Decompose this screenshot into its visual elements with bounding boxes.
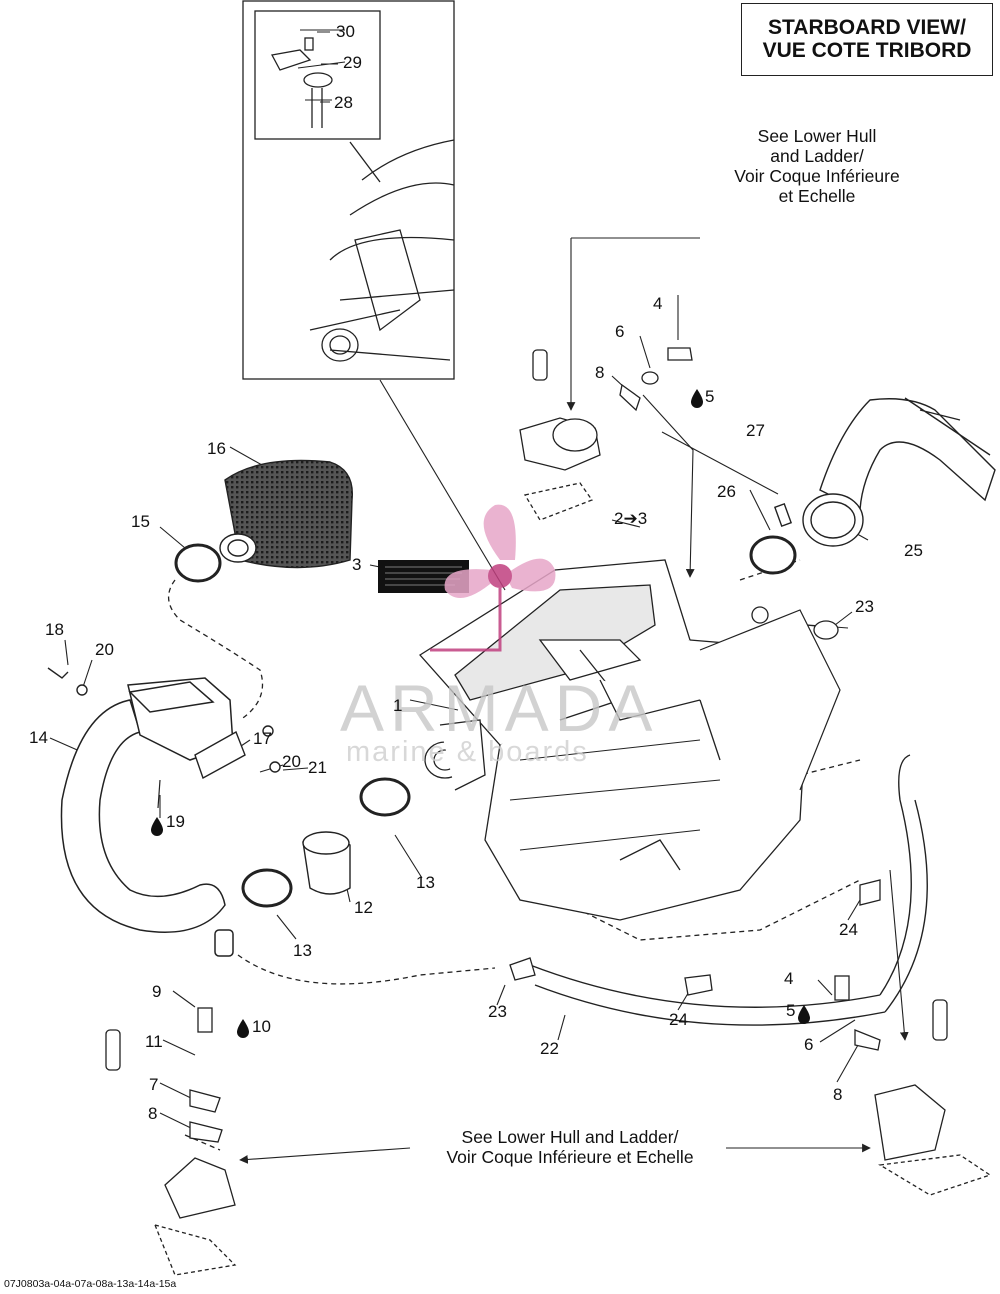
callout-9: 9 — [152, 982, 162, 1001]
callout-5-top: 5 — [705, 387, 715, 406]
callout-20-bottom: 20 — [282, 752, 301, 771]
motor-mounts — [105, 347, 992, 1276]
callout-7: 7 — [149, 1075, 159, 1094]
inset-detail — [242, 0, 455, 380]
watermark-logo — [430, 504, 556, 652]
callout-19: 19 — [166, 812, 185, 831]
intake-hose-14 — [60, 677, 234, 957]
lower-hull-reference-note: See Lower Hull and Ladder/ Voir Coque In… — [712, 126, 922, 206]
drop-icons — [151, 389, 810, 1038]
callout-25: 25 — [904, 541, 923, 560]
callout-12: 12 — [354, 898, 373, 917]
callout-30: 30 — [336, 22, 355, 41]
view-title-line1: STARBOARD VIEW/ — [768, 16, 966, 39]
callout-8-bottom-right: 8 — [833, 1085, 843, 1104]
note-top-line3: Voir Coque Inférieure — [734, 166, 900, 186]
callout-23-bottom: 23 — [488, 1002, 507, 1021]
callout-13-right: 13 — [416, 873, 435, 892]
note-top-line2: and Ladder/ — [770, 146, 864, 166]
callout-6-top: 6 — [615, 322, 625, 341]
callout-6-bottom: 6 — [804, 1035, 814, 1054]
callout-8-bottom-left: 8 — [148, 1104, 158, 1123]
note-bottom-line2: Voir Coque Inférieure et Echelle — [446, 1147, 694, 1167]
callout-27: 27 — [746, 421, 765, 440]
callout-26: 26 — [717, 482, 736, 501]
callout-24-bottom: 24 — [669, 1010, 688, 1029]
callout-18: 18 — [45, 620, 64, 639]
callout-8-top: 8 — [595, 363, 605, 382]
lower-hull-reference-note-bottom: See Lower Hull and Ladder/ Voir Coque In… — [405, 1127, 735, 1167]
callout-13-left: 13 — [293, 941, 312, 960]
callout-24-right: 24 — [839, 920, 858, 939]
callout-17: 17 — [253, 729, 272, 748]
callout-22: 22 — [540, 1039, 559, 1058]
callout-1: 1 — [393, 696, 403, 715]
callout-4-bottom: 4 — [784, 969, 794, 988]
callout-16: 16 — [207, 439, 226, 458]
engine-block — [419, 559, 841, 921]
callout-10: 10 — [252, 1017, 271, 1036]
callout-20-top: 20 — [95, 640, 114, 659]
view-title-line2: VUE COTE TRIBORD — [762, 39, 972, 62]
callout-28: 28 — [334, 93, 353, 112]
watermark-brand: ARMADA — [340, 671, 659, 745]
exhaust-elbow-25 — [749, 397, 996, 575]
airbox-parts — [47, 459, 411, 908]
view-title: STARBOARD VIEW/ VUE COTE TRIBORD — [741, 3, 993, 76]
callout-29: 29 — [343, 53, 362, 72]
callout-15: 15 — [131, 512, 150, 531]
note-bottom-line1: See Lower Hull and Ladder/ — [461, 1127, 679, 1147]
note-top-line1: See Lower Hull — [757, 126, 877, 146]
callout-2-to-3: 2➔3 — [614, 509, 648, 528]
callout-11: 11 — [145, 1032, 163, 1051]
note-top-line4: et Echelle — [778, 186, 856, 206]
callout-23-top: 23 — [855, 597, 874, 616]
callout-14: 14 — [29, 728, 48, 747]
callout-3: 3 — [352, 555, 362, 574]
callout-21: 21 — [308, 758, 327, 777]
callout-4-top: 4 — [653, 294, 663, 313]
callout-5-bottom: 5 — [786, 1001, 796, 1020]
watermark-subtitle: marine & boards — [346, 736, 589, 768]
illustration-code: 07J0803a-04a-07a-08a-13a-14a-15a — [4, 1278, 177, 1290]
drive-hose-22 — [529, 754, 928, 1026]
